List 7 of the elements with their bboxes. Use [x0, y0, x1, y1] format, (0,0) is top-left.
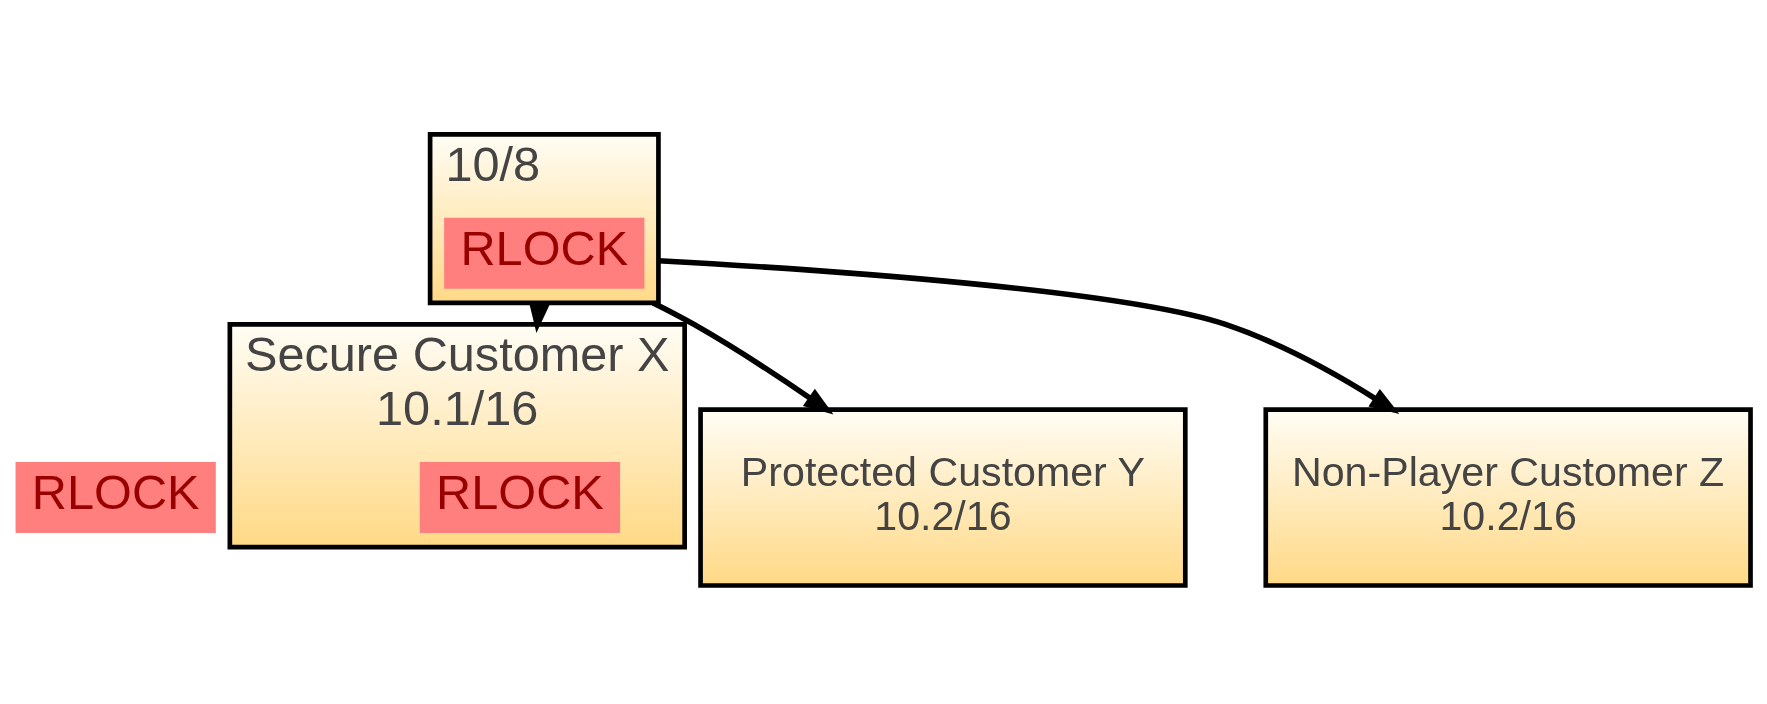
- node-box: RLOCK: [15, 461, 216, 533]
- arrow: [651, 299, 834, 414]
- node-box: Non-Player Customer Z 10.2/16: [1263, 406, 1753, 588]
- arrow: [658, 257, 1400, 414]
- node-box: RLOCK: [444, 217, 645, 289]
- node-box: Protected Customer Y 10.2/16: [698, 406, 1188, 588]
- node-box: RLOCK: [419, 461, 621, 533]
